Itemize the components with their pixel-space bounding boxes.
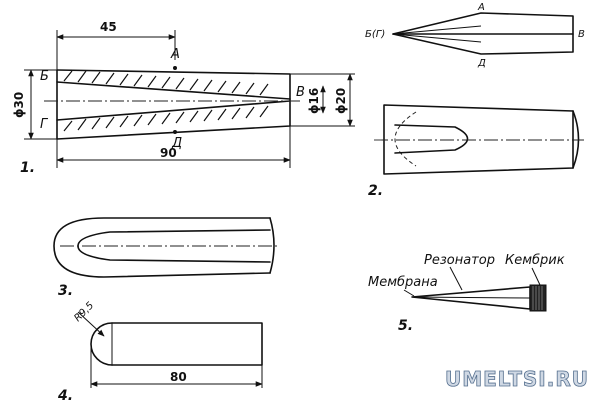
cambric-label: Кембрик [505,253,565,268]
cambric-sleeve [529,284,547,312]
hatch-upper-wall [63,70,269,96]
figure-5-number: 5. [398,318,413,334]
figure-2-number: 2. [368,183,383,199]
tube-cut-shape [394,124,469,154]
dim-80-label: 80 [170,370,187,384]
dim-d30-label: ϕ30 [12,92,26,118]
shell-outline [53,217,271,278]
shell-end-arc [269,217,275,274]
figure-1: 45 90 ϕ30 ϕ16 ϕ20 А Б Г Д В 1. [12,20,355,176]
figure-2: А Б(Г) В Д 2. [365,2,585,199]
figure-3-number: 3. [58,283,73,299]
rod-round-end [90,322,113,366]
resonator-split [411,296,531,299]
dim-90-label: 90 [160,146,177,160]
point-g-label: Г [40,117,49,132]
cambric-leader [531,267,541,286]
point-d-label: Д [171,136,182,151]
figure-4: R9,5 80 4. [57,300,263,404]
blade-facets [392,25,482,43]
dim-d16-label: ϕ16 [307,88,321,114]
dim-45-label: 45 [100,20,117,34]
point-bg-label: Б(Г) [365,29,385,40]
membrane-leader [403,289,415,297]
figure-3: 3. [53,217,278,299]
point-v-label: В [296,85,305,100]
figure-4-number: 4. [57,388,73,404]
resonator-label: Резонатор [424,253,495,268]
figure-1-number: 1. [20,160,35,176]
point-a-label-2: А [477,2,485,13]
watermark-logo: UMELTSI.RU [445,367,589,391]
cambric-texture [532,286,543,310]
dim-d20-label: ϕ20 [334,88,348,114]
hatch-lower-wall [63,105,269,132]
point-a-label: А [170,47,180,62]
point-d-marker [173,130,177,134]
point-b-label: Б [40,69,49,84]
rod-outline [111,322,263,366]
tube-end-arc [572,110,580,169]
resonator-leader [449,266,463,291]
cut-upper-line [56,81,291,100]
point-v-label-2: В [578,29,585,40]
membrane-label: Мембрана [368,275,438,290]
point-d-label-2: Д [477,58,486,69]
tube-hidden-arc [394,111,417,167]
point-a-marker [173,66,177,70]
radius-label: R9,5 [72,300,96,324]
cut-lower-line [56,100,291,121]
figure-5: Резонатор Кембрик Мембрана 5. [368,253,565,334]
radius-leader [77,311,105,337]
